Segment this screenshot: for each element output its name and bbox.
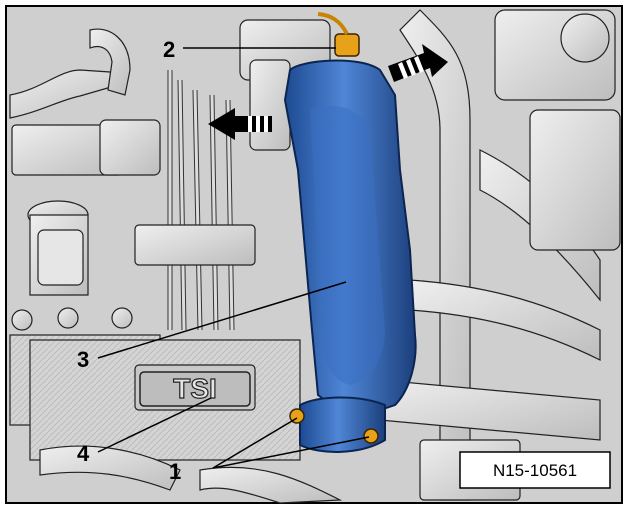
reference-code-box: N15-10561 — [459, 451, 611, 489]
callout-1: 1 — [169, 459, 181, 484]
engine-badge: TSI — [139, 371, 251, 407]
reference-code: N15-10561 — [493, 461, 577, 480]
intake-pipe-highlight — [283, 59, 417, 453]
bolt-1b — [363, 428, 379, 444]
leader-line-1a — [212, 417, 298, 469]
connector-2 — [317, 12, 360, 57]
leader-line-1b — [212, 436, 370, 469]
direction-arrow-left-icon — [208, 108, 272, 140]
leader-line-3 — [97, 281, 347, 359]
callout-3: 3 — [77, 347, 89, 372]
callout-2: 2 — [163, 37, 175, 62]
direction-arrow-right-icon — [388, 44, 448, 82]
leader-line-4 — [97, 397, 212, 453]
callout-4: 4 — [77, 441, 90, 466]
engine-badge-text: TSI — [173, 373, 217, 404]
